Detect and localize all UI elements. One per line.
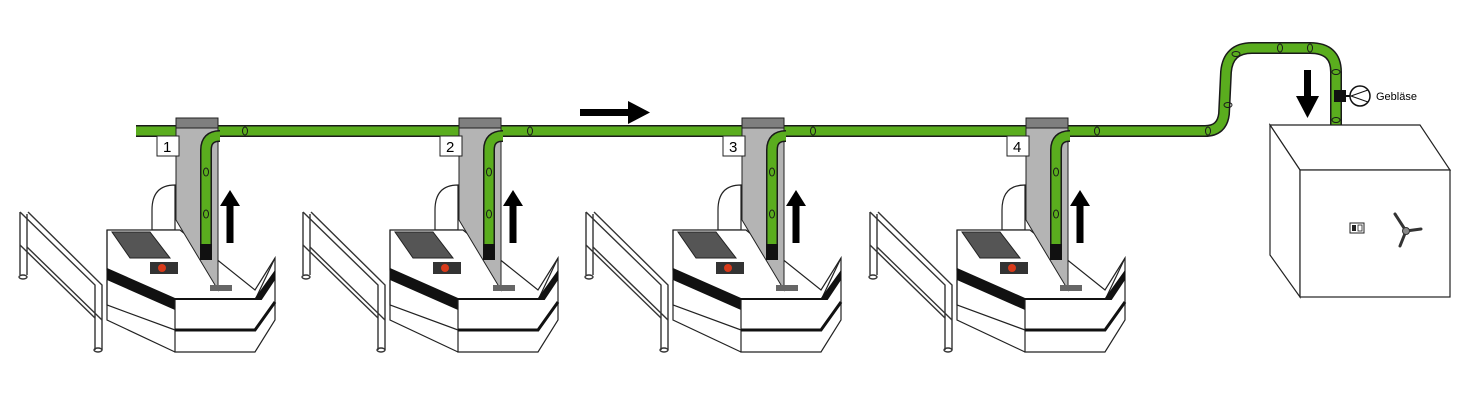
station-1: 1 — [19, 118, 275, 352]
arrow-right-icon — [580, 101, 650, 124]
station-number-box — [439, 135, 463, 157]
station-number: 2 — [446, 139, 454, 156]
station-3: 3 — [585, 118, 841, 352]
station-number: 1 — [163, 139, 171, 156]
collector-box — [1268, 123, 1452, 299]
station-number-box — [722, 135, 746, 157]
station-4: 4 — [869, 118, 1125, 352]
arrow-up-icon — [220, 190, 240, 243]
wheel-handle-icon — [1393, 212, 1423, 248]
station-number: 3 — [729, 139, 737, 156]
arrow-up-icon — [503, 190, 523, 243]
station-number: 4 — [1013, 139, 1021, 156]
keypad-icon — [1349, 222, 1365, 234]
station-number-box — [1006, 135, 1030, 157]
station-2: 2 — [302, 118, 558, 352]
station-number-box — [156, 135, 180, 157]
arrow-down-icon — [1296, 70, 1319, 118]
arrow-up-icon — [1070, 190, 1090, 243]
fan-icon — [1334, 85, 1371, 107]
header-pipe — [136, 42, 1342, 148]
blower-label: Gebläse — [1376, 91, 1417, 103]
arrow-up-icon — [786, 190, 806, 243]
